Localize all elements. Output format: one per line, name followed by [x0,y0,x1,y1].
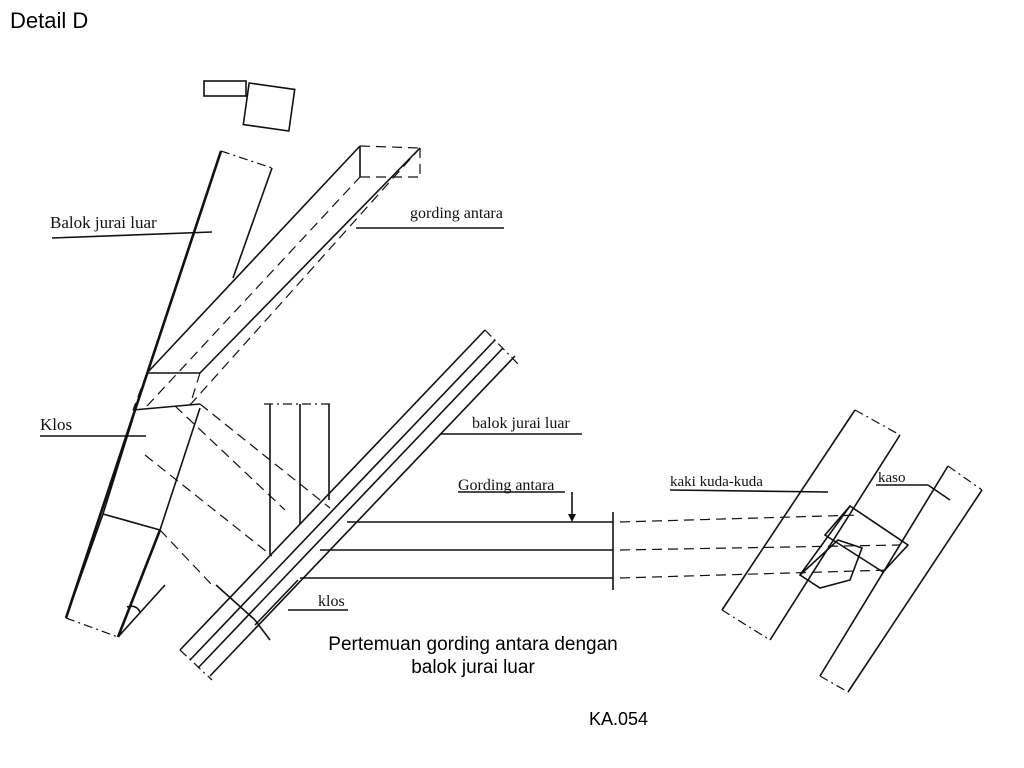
rafter-section [721,409,983,693]
diagram-caption: Pertemuan gording antara dengan balok ju… [290,633,656,679]
upper-purlin [132,145,421,411]
label-klos-left: Klos [40,415,72,434]
drawing-code: KA.054 [589,709,649,729]
label-gording-antara-mid: Gording antara [458,477,554,494]
left-hip-beam [64,150,273,638]
central-hip-beam [179,329,521,681]
horizontal-purlin [215,492,901,641]
hatched-section [203,80,296,132]
label-gording-antara-top: gording antara [410,205,503,222]
label-klos-bottom: klos [318,593,345,610]
label-kaso: kaso [878,470,906,486]
page-title: Detail D [10,8,89,33]
caption-line-2: balok jurai luar [411,657,535,678]
projection-lines [144,403,332,586]
label-balok-jurai-luar-mid: balok jurai luar [472,415,570,432]
label-kaki-kuda-kuda: kaki kuda-kuda [670,474,763,490]
leader-lines [40,227,951,611]
label-balok-jurai-luar-top: Balok jurai luar [50,213,157,232]
caption-line-1: Pertemuan gording antara dengan [328,634,618,655]
